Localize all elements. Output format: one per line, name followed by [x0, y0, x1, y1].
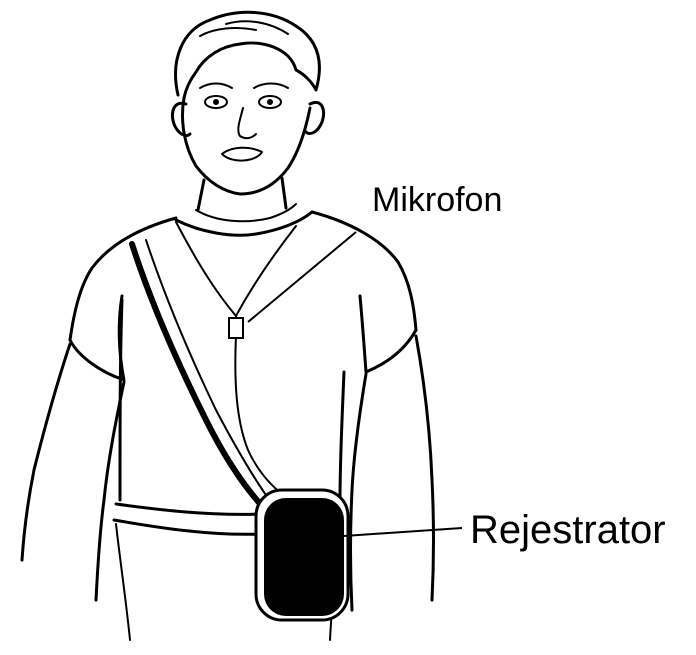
nose	[238, 108, 256, 138]
hair	[176, 12, 320, 98]
right-shoulder	[312, 212, 416, 330]
left-arm	[22, 344, 124, 600]
mouth	[222, 148, 262, 161]
microphone-label: Mikrofon	[372, 183, 502, 217]
left-pupil	[213, 99, 219, 105]
hair-detail	[200, 21, 288, 36]
recorder-leader-line	[344, 528, 462, 536]
microphone-cable	[235, 316, 282, 494]
face-outline	[183, 98, 311, 194]
microphone-leader-line	[248, 232, 356, 322]
torso-left-side	[120, 300, 122, 500]
right-arm	[351, 336, 434, 610]
left-sleeve	[70, 296, 124, 380]
belt-bottom	[114, 520, 262, 534]
collar-inner	[196, 204, 296, 221]
belt-top	[116, 504, 262, 514]
shoulder-strap-edge	[146, 240, 268, 498]
torso-right-side	[340, 372, 344, 500]
microphone-device	[229, 318, 243, 338]
right-pupil	[267, 99, 273, 105]
left-eyebrow	[200, 84, 232, 89]
recorder-label: Rejestrator	[470, 510, 666, 550]
right-eyebrow	[254, 84, 288, 89]
recorder-device	[264, 498, 344, 616]
shoulder-strap	[132, 244, 262, 506]
right-sleeve	[360, 296, 416, 372]
